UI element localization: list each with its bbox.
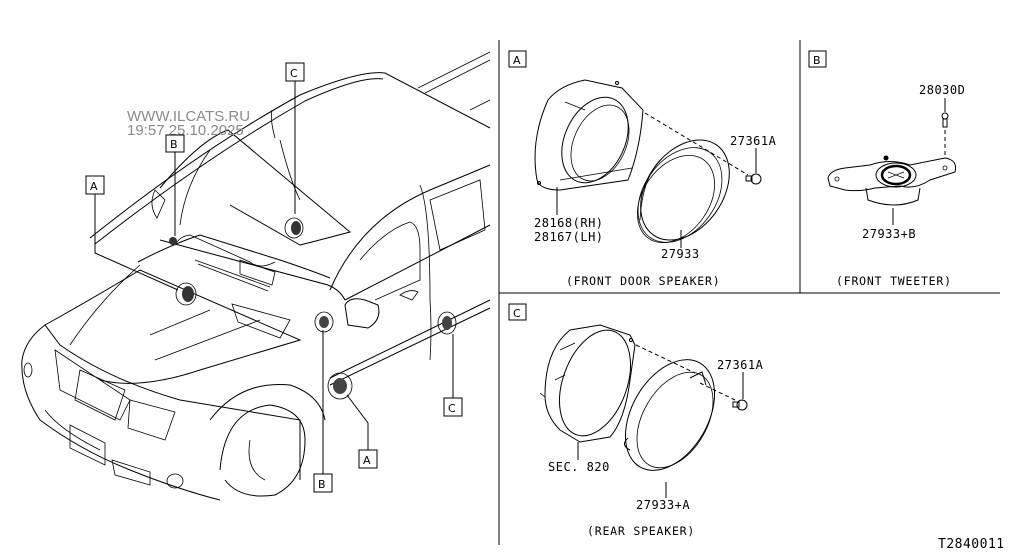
- part-27933[interactable]: 27933: [661, 247, 700, 261]
- svg-text:A: A: [513, 54, 521, 67]
- diagram-id: T2840011: [938, 537, 1005, 552]
- callout-a-left[interactable]: A: [85, 175, 179, 291]
- tweeter-drawing: [827, 155, 956, 206]
- svg-text:A: A: [90, 180, 98, 193]
- panel-c: C 27361A SEC. 820 27933+A (REAR SPEAKER): [508, 303, 764, 538]
- watermark-site: WWW.ILCATS.RU: [127, 108, 250, 125]
- panel-b-label: B: [808, 50, 827, 68]
- panel-a-label: A: [508, 50, 527, 68]
- section-ref-820[interactable]: SEC. 820: [548, 460, 610, 474]
- part-28168-rh[interactable]: 28168(RH): [534, 216, 604, 230]
- vehicle-illustration: [21, 51, 491, 501]
- panel-b: B 28030D 27933+B (FRONT TWEETER): [808, 50, 965, 288]
- rear-speaker-drawing: [624, 359, 716, 471]
- svg-text:A: A: [363, 454, 371, 467]
- svg-text:C: C: [448, 402, 456, 415]
- panel-a: A 27361A 28168(RH) 28167(LH) 27933: [508, 50, 777, 288]
- callout-b-top[interactable]: B: [165, 134, 185, 236]
- screw-drawing: [745, 173, 762, 185]
- part-27361a[interactable]: 27361A: [730, 134, 777, 148]
- rear-screw-drawing: [732, 399, 748, 411]
- svg-text:C: C: [513, 307, 521, 320]
- caption-front-tweeter: (FRONT TWEETER): [836, 274, 952, 288]
- callout-b-bottom[interactable]: B: [313, 330, 333, 493]
- svg-text:C: C: [290, 67, 298, 80]
- caption-front-door-speaker: (FRONT DOOR SPEAKER): [566, 274, 720, 288]
- svg-text:B: B: [170, 138, 178, 151]
- panel-c-label: C: [508, 303, 527, 321]
- part-28030d[interactable]: 28030D: [919, 83, 965, 97]
- part-27933-b[interactable]: 27933+B: [862, 227, 916, 241]
- callout-c-right[interactable]: C: [443, 334, 463, 417]
- svg-text:B: B: [813, 54, 821, 67]
- rear-bracket-drawing: [539, 324, 636, 443]
- tweeter-screw-drawing: [941, 112, 949, 128]
- callout-c-top[interactable]: C: [285, 62, 305, 214]
- svg-text:B: B: [318, 478, 326, 491]
- speaker-drawing: [637, 139, 730, 244]
- part-27933-a[interactable]: 27933+A: [636, 498, 690, 512]
- part-28167-lh[interactable]: 28167(LH): [534, 230, 604, 244]
- part-27361a-rear[interactable]: 27361A: [717, 358, 764, 372]
- callout-a-bottom[interactable]: A: [346, 394, 378, 469]
- watermark-timestamp: 19:57 25.10.2025: [127, 122, 244, 139]
- caption-rear-speaker: (REAR SPEAKER): [587, 524, 695, 538]
- bracket-drawing: [534, 79, 644, 191]
